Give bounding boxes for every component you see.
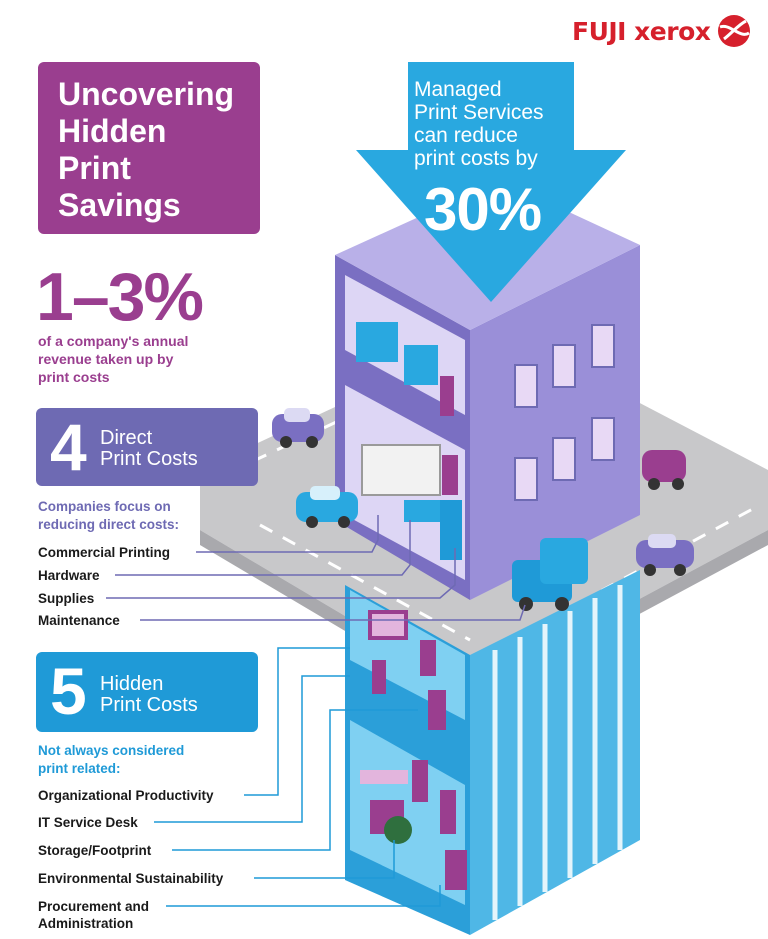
direct-costs-label: Direct Print Costs	[100, 427, 198, 470]
hidden-costs-number: 5	[50, 654, 87, 728]
lower-building	[345, 570, 640, 935]
logo-text: FUJI xerox	[572, 16, 711, 46]
hidden-costs-box: 5 Hidden Print Costs	[36, 652, 258, 732]
hidden-costs-label: Hidden Print Costs	[100, 673, 198, 716]
direct-item: Maintenance	[38, 613, 120, 628]
arrow-percent: 30%	[424, 176, 542, 243]
arrow-text: Managed Print Services can reduce print …	[414, 78, 544, 170]
direct-item: Hardware	[38, 568, 100, 583]
hidden-item: Organizational Productivity	[38, 788, 214, 803]
direct-item: Commercial Printing	[38, 545, 171, 560]
hidden-item: Procurement and Administration	[38, 899, 150, 931]
stat-value: 1–3%	[36, 259, 204, 335]
stat-description: of a company's annual revenue taken up b…	[38, 333, 189, 385]
cars	[272, 408, 694, 611]
direct-item: Supplies	[38, 591, 95, 606]
hidden-item: Environmental Sustainability	[38, 871, 224, 886]
title-box: Uncovering Hidden Print Savings	[38, 62, 260, 234]
leader-lines	[106, 515, 526, 621]
direct-costs-box: 4 Direct Print Costs	[36, 408, 258, 486]
hidden-item: Storage/Footprint	[38, 843, 152, 858]
direct-costs-note: Companies focus on reducing direct costs…	[38, 499, 180, 532]
fuji-xerox-logo: FUJI xerox	[572, 14, 752, 48]
xerox-sphere-icon	[718, 15, 751, 47]
hidden-item: IT Service Desk	[38, 815, 138, 830]
arrow-shape	[356, 62, 626, 302]
page-title: Uncovering Hidden Print Savings	[58, 76, 235, 223]
hidden-costs-note: Not always considered print related:	[38, 743, 185, 776]
direct-costs-number: 4	[50, 410, 87, 484]
